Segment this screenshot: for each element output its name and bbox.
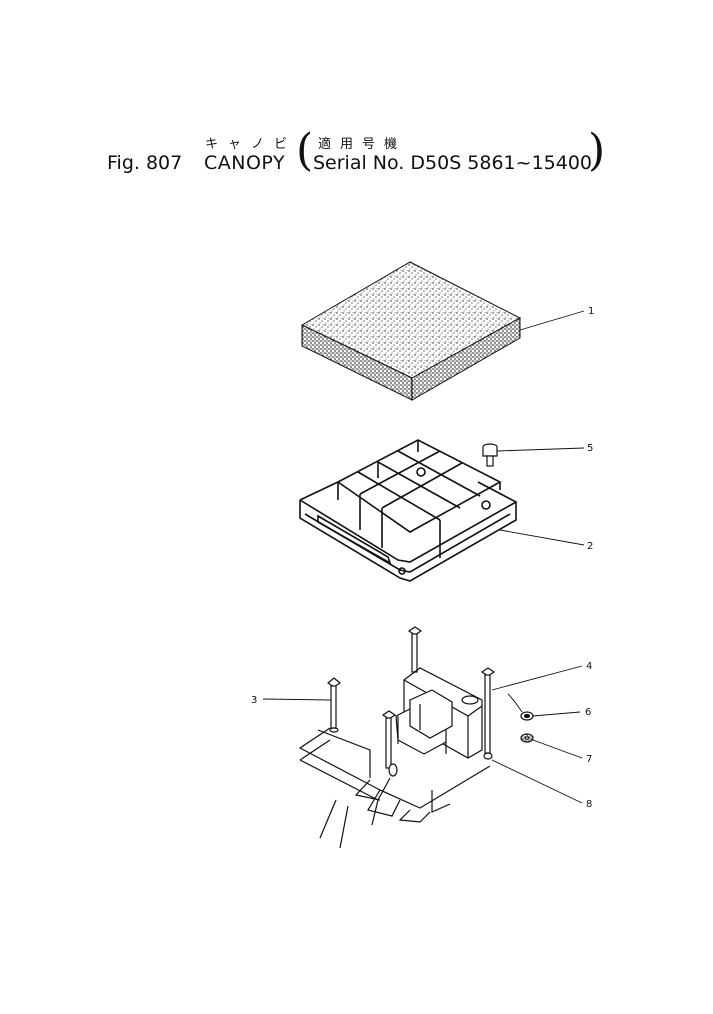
nut bbox=[520, 711, 534, 721]
callout-5: 5 bbox=[587, 443, 593, 454]
tractor-body bbox=[298, 667, 491, 849]
serial-label-japanese: 適用号機 bbox=[318, 137, 407, 152]
figure-title: CANOPY bbox=[204, 152, 286, 174]
callout-6: 6 bbox=[585, 707, 591, 718]
callout-4: 4 bbox=[586, 661, 592, 672]
bolt bbox=[482, 443, 498, 467]
bracket-open: ( bbox=[296, 125, 314, 176]
callout-1: 1 bbox=[588, 306, 594, 317]
figure-title-japanese: キャノビ bbox=[205, 137, 298, 152]
bracket-close: ) bbox=[588, 125, 606, 176]
callout-8: 8 bbox=[586, 799, 592, 810]
callout-7: 7 bbox=[586, 754, 592, 765]
washer bbox=[520, 733, 534, 743]
serial-range: Serial No. D50S 5861~15400 bbox=[313, 152, 593, 174]
figure-number: Fig. 807 bbox=[107, 152, 183, 174]
callout-3: 3 bbox=[251, 695, 257, 706]
canopy-frame bbox=[299, 439, 518, 582]
leader-lines bbox=[262, 310, 585, 804]
roof-panel bbox=[300, 261, 522, 401]
support-posts bbox=[326, 626, 496, 777]
callout-2: 2 bbox=[587, 541, 593, 552]
